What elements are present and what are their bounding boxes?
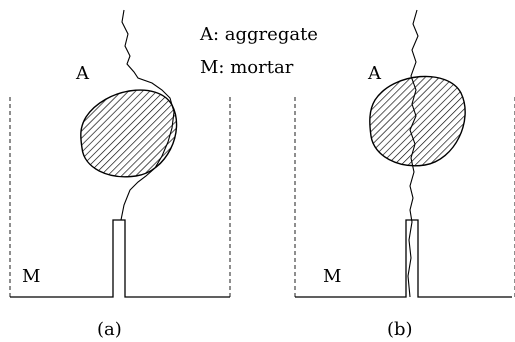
panel-b: A M (b): [294, 9, 515, 340]
crack-b: [407, 9, 419, 298]
crack-a: [120, 9, 175, 221]
mortar-label-a: M: [22, 266, 40, 287]
aggregate-b: [369, 75, 466, 167]
legend-aggregate: A: aggregate: [199, 24, 318, 45]
legend-mortar: M: mortar: [200, 57, 294, 78]
aggregate-label-b: A: [367, 63, 382, 84]
panel-a: A M (a): [9, 9, 231, 340]
notched-base-a: [10, 219, 230, 298]
caption-a: (a): [97, 319, 122, 340]
aggregate-a: [80, 89, 178, 178]
caption-b: (b): [387, 319, 413, 340]
mortar-label-b: M: [323, 266, 341, 287]
aggregate-label-a: A: [75, 63, 90, 84]
